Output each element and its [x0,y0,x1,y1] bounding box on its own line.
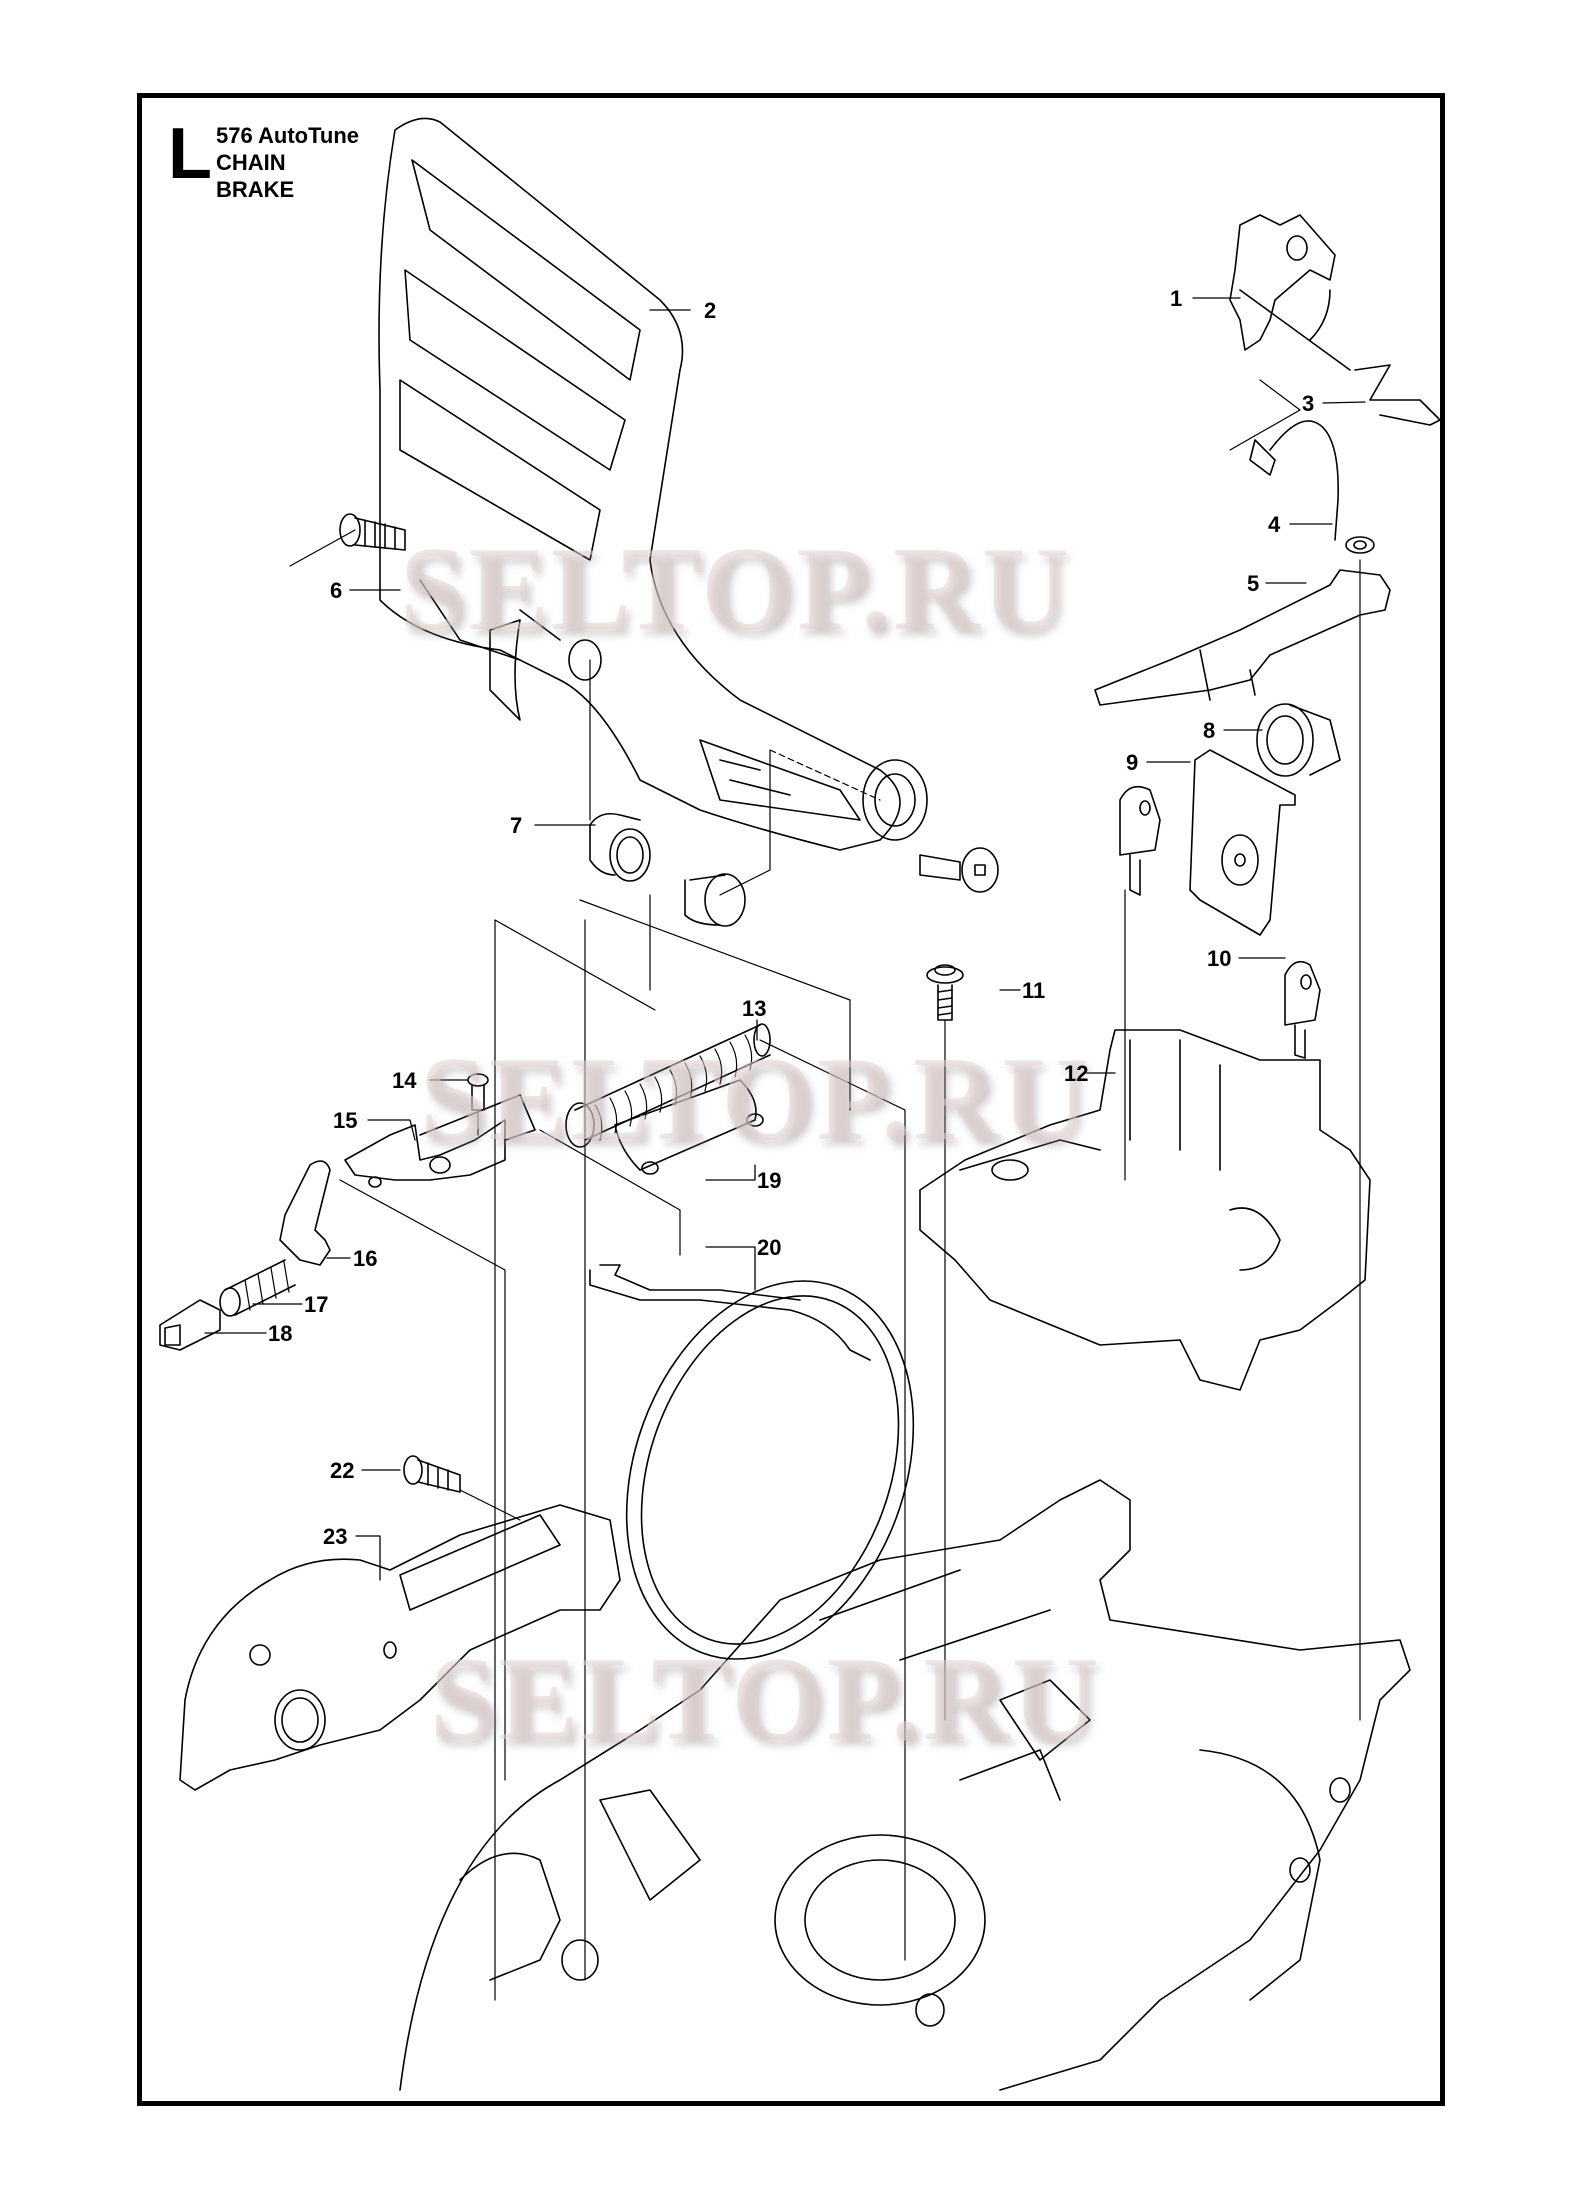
callout-6: 6 [330,578,343,603]
callout-20: 20 [757,1235,782,1260]
screw-part-22 [403,1455,461,1493]
spring-part-13 [565,1023,771,1148]
callout-18: 18 [268,1321,293,1346]
callout-7: 7 [510,813,523,838]
sleeve-part-18 [159,1299,221,1351]
bushing-part-7 [589,812,746,927]
title-line-1: CHAIN [216,150,286,175]
callout-15: 15 [333,1108,358,1133]
hex-screw [919,847,999,893]
brake-lever-part-1 [1229,214,1351,371]
callout-16: 16 [353,1246,378,1271]
callout-8: 8 [1203,718,1216,743]
callout-10: 10 [1207,946,1232,971]
callout-22: 22 [330,1458,355,1483]
callout-3: 3 [1302,391,1315,416]
crankcase-body [399,1479,1411,2091]
lever-part-15 [344,1073,536,1188]
callout-5: 5 [1247,571,1260,596]
callout-2: 2 [704,298,717,323]
callout-17: 17 [304,1292,329,1317]
screw-part-11 [926,964,964,1021]
callout-11: 11 [1022,978,1046,1003]
trigger-part-16 [279,1160,331,1266]
diagram-title: 576 AutoTune CHAIN BRAKE [216,122,359,203]
spring-part-17 [219,1259,296,1317]
hand-guard-part [378,117,928,851]
brake-band-part-20 [589,1264,915,1660]
assembly-guide-lines [289,379,1361,2001]
callout-12: 12 [1064,1061,1089,1086]
housing-part-12 [919,1029,1371,1391]
spring-guide-part-19 [614,1079,764,1175]
clip-part-10 [1119,785,1321,1059]
title-line-2: BRAKE [216,177,295,202]
callout-14: 14 [392,1068,417,1093]
callout-1: 1 [1170,286,1183,311]
screw-part-6 [339,513,406,551]
part-8 [1256,703,1341,777]
model-name: 576 AutoTune [216,123,360,148]
section-letter: L [168,114,212,194]
drawing-frame [137,93,1445,2106]
spring-clip-part-3 [1354,364,1441,426]
leader-lines [204,297,1366,1581]
callout-4: 4 [1268,512,1281,537]
callout-23: 23 [323,1524,348,1549]
callout-19: 19 [757,1168,782,1193]
clutch-cover-part-23 [179,1504,621,1791]
callout-13: 13 [742,996,767,1021]
lever-part-5 [1094,569,1391,706]
wire-part-4 [1249,420,1375,554]
callout-9: 9 [1126,750,1139,775]
part-9 [1189,749,1296,936]
